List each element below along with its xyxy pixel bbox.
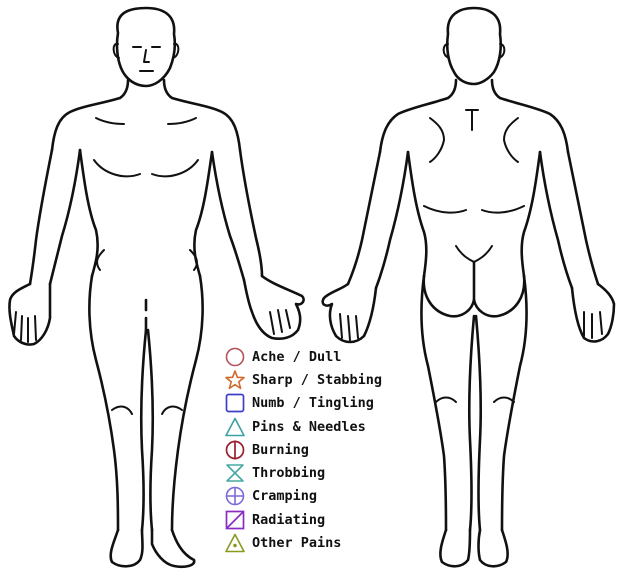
legend-item-sharp-stabbing: Sharp / Stabbing xyxy=(224,368,424,391)
triangle-icon xyxy=(224,416,246,438)
legend-label: Numb / Tingling xyxy=(252,395,374,411)
crosshair-circle-icon xyxy=(224,485,246,507)
square-icon xyxy=(224,392,246,414)
legend-label: Other Pains xyxy=(252,535,341,551)
circle-icon xyxy=(224,346,246,368)
circle-vertical-line-icon xyxy=(224,439,246,461)
legend-item-radiating: Radiating xyxy=(224,508,424,531)
triangle-dot-icon xyxy=(224,532,246,554)
legend-item-ache-dull: Ache / Dull xyxy=(224,345,424,368)
legend-label: Ache / Dull xyxy=(252,349,341,365)
front-head xyxy=(117,8,175,86)
legend-label: Sharp / Stabbing xyxy=(252,372,382,388)
legend-item-throbbing: Throbbing xyxy=(224,461,424,484)
hourglass-x-icon xyxy=(224,462,246,484)
legend-label: Burning xyxy=(252,442,309,458)
pain-type-legend: Ache / Dull Sharp / Stabbing Numb / Ting… xyxy=(224,345,424,555)
legend-item-cramping: Cramping xyxy=(224,485,424,508)
legend-label: Throbbing xyxy=(252,465,325,481)
back-head xyxy=(447,8,501,84)
legend-item-other-pains: Other Pains xyxy=(224,531,424,554)
legend-label: Pins & Needles xyxy=(252,419,366,435)
legend-item-burning: Burning xyxy=(224,438,424,461)
slashed-square-icon xyxy=(224,509,246,531)
legend-label: Radiating xyxy=(252,512,325,528)
legend-label: Cramping xyxy=(252,488,317,504)
star-icon xyxy=(224,369,246,391)
legend-item-numb-tingling: Numb / Tingling xyxy=(224,392,424,415)
legend-item-pins-needles: Pins & Needles xyxy=(224,415,424,438)
